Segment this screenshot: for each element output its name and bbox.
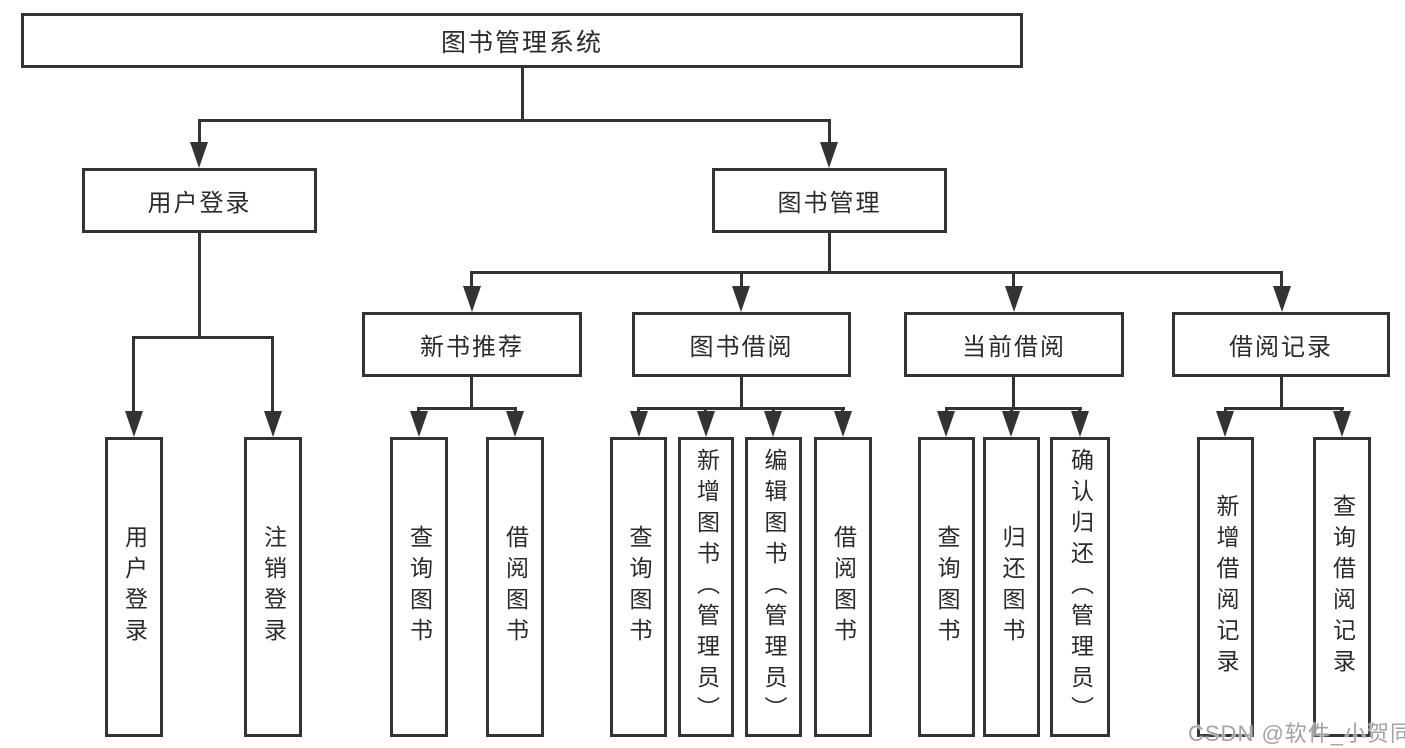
csdn-watermark: CSDN @软件_小贺同学 [1188, 721, 1405, 746]
leaf-label: 查询图书 [934, 525, 960, 649]
connector-line [470, 271, 473, 288]
connector-line [271, 336, 274, 413]
arrow-down-icon [463, 286, 481, 312]
leaf-query-borrow-record: 查询借阅记录 [1313, 437, 1371, 737]
connector-line [417, 407, 517, 410]
connector-line [740, 375, 743, 410]
connector-line [637, 407, 845, 410]
connector-line [1280, 375, 1283, 410]
leaf-label: 用户登录 [121, 525, 148, 649]
node-current-borrowing: 当前借阅 [904, 312, 1124, 377]
leaf-query-books-recommend: 查询图书 [390, 437, 448, 737]
node-label: 借阅记录 [1229, 334, 1333, 361]
arrow-down-icon [1333, 411, 1351, 437]
connector-line [828, 119, 831, 146]
arrow-down-icon [732, 286, 750, 312]
arrow-down-icon [764, 411, 782, 437]
leaf-logout: 注销登录 [244, 437, 302, 737]
node-label: 用户登录 [147, 190, 252, 217]
arrow-down-icon [697, 411, 715, 437]
leaf-add-books-admin: 新增图书（管理员） [678, 437, 734, 737]
node-label: 当前借阅 [962, 334, 1066, 361]
connector-line [132, 336, 135, 413]
arrow-down-icon [834, 411, 852, 437]
arrow-down-icon [410, 411, 428, 437]
connector-line [828, 231, 831, 274]
node-label: 图书借阅 [689, 334, 794, 361]
leaf-query-books-borrow: 查询图书 [610, 437, 667, 737]
connector-line [1280, 271, 1283, 288]
leaf-label: 查询图书 [406, 525, 433, 649]
leaf-label: 借阅图书 [502, 525, 529, 649]
node-label: 图书管理 [777, 190, 882, 217]
arrow-down-icon [1216, 411, 1234, 437]
connector-line [521, 66, 524, 122]
connector-line [198, 119, 831, 122]
arrow-down-icon [190, 142, 208, 168]
connector-line [1012, 375, 1015, 410]
leaf-label: 查询图书 [626, 525, 652, 649]
node-book-borrowing: 图书借阅 [632, 312, 851, 377]
leaf-query-books-current: 查询图书 [918, 437, 975, 737]
connector-line [1012, 271, 1015, 288]
leaf-label: 归还图书 [999, 525, 1025, 649]
leaf-add-borrow-record: 新增借阅记录 [1197, 437, 1254, 737]
connector-line [198, 231, 201, 339]
arrow-down-icon [1002, 411, 1020, 437]
leaf-borrow-books: 借阅图书 [814, 437, 872, 737]
connector-line [470, 375, 473, 410]
connector-line [740, 271, 743, 288]
arrow-down-icon [1071, 411, 1089, 437]
arrow-down-icon [1273, 286, 1291, 312]
leaf-label: 新增借阅记录 [1213, 494, 1239, 680]
node-book-management: 图书管理 [712, 168, 947, 233]
arrow-down-icon [820, 142, 838, 168]
leaf-confirm-return-admin: 确认归还（管理员） [1050, 437, 1110, 737]
leaf-label: 确认归还（管理员） [1067, 447, 1094, 727]
leaf-borrow-books-recommend: 借阅图书 [486, 437, 544, 737]
connector-line [198, 119, 201, 146]
connector-line [1224, 407, 1344, 410]
arrow-down-icon [937, 411, 955, 437]
leaf-label: 查询借阅记录 [1329, 494, 1356, 680]
arrow-down-icon [630, 411, 648, 437]
node-library-system: 图书管理系统 [21, 13, 1023, 68]
leaf-return-books: 归还图书 [983, 437, 1040, 737]
connector-line [945, 407, 1082, 410]
node-label: 图书管理系统 [440, 28, 603, 57]
arrow-down-icon [1005, 286, 1023, 312]
leaf-label: 新增图书（管理员） [693, 447, 720, 727]
connector-line [470, 271, 1283, 274]
leaf-label: 借阅图书 [830, 525, 857, 649]
arrow-down-icon [264, 411, 282, 437]
arrow-down-icon [506, 411, 524, 437]
node-new-book-recommendation: 新书推荐 [362, 312, 582, 377]
leaf-label: 编辑图书（管理员） [761, 447, 787, 727]
node-label: 新书推荐 [420, 334, 524, 361]
node-user-login: 用户登录 [82, 168, 317, 233]
leaf-label: 注销登录 [260, 525, 287, 649]
connector-line [132, 336, 274, 339]
leaf-edit-books-admin: 编辑图书（管理员） [745, 437, 802, 737]
arrow-down-icon [125, 411, 143, 437]
node-borrowing-records: 借阅记录 [1172, 312, 1390, 377]
leaf-user-login: 用户登录 [105, 437, 163, 737]
